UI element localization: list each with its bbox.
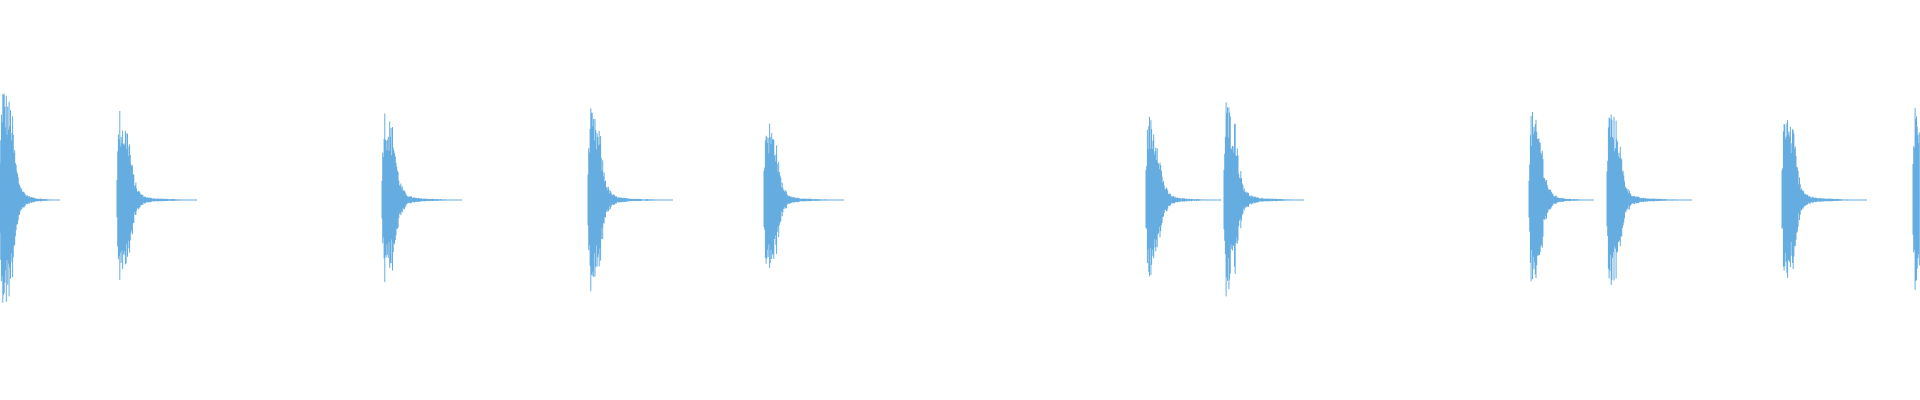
waveform-burst: [381, 113, 462, 282]
waveform-burst: [1606, 114, 1692, 286]
waveform-burst-shape: [1912, 107, 1920, 291]
waveform-burst-shape: [116, 110, 186, 280]
waveform-burst: [116, 110, 197, 280]
waveform-burst-shape: [1528, 112, 1586, 282]
waveform-burst-shape: [0, 93, 53, 303]
waveform-burst: [763, 123, 844, 268]
waveform-bursts: [0, 93, 1920, 303]
waveform-burst-shape: [763, 123, 833, 268]
waveform-burst-shape: [381, 113, 449, 282]
waveform-burst: [587, 108, 673, 292]
waveform-burst: [1223, 102, 1304, 297]
waveform-burst-shape: [1145, 116, 1211, 277]
waveform-burst: [1912, 107, 1920, 291]
waveform-burst-shape: [1781, 120, 1856, 278]
waveform-burst-shape: [1223, 102, 1295, 297]
waveform-burst: [1528, 112, 1594, 282]
waveform-burst: [1781, 120, 1867, 278]
waveform-burst: [1145, 116, 1221, 277]
waveform-burst: [0, 93, 60, 303]
